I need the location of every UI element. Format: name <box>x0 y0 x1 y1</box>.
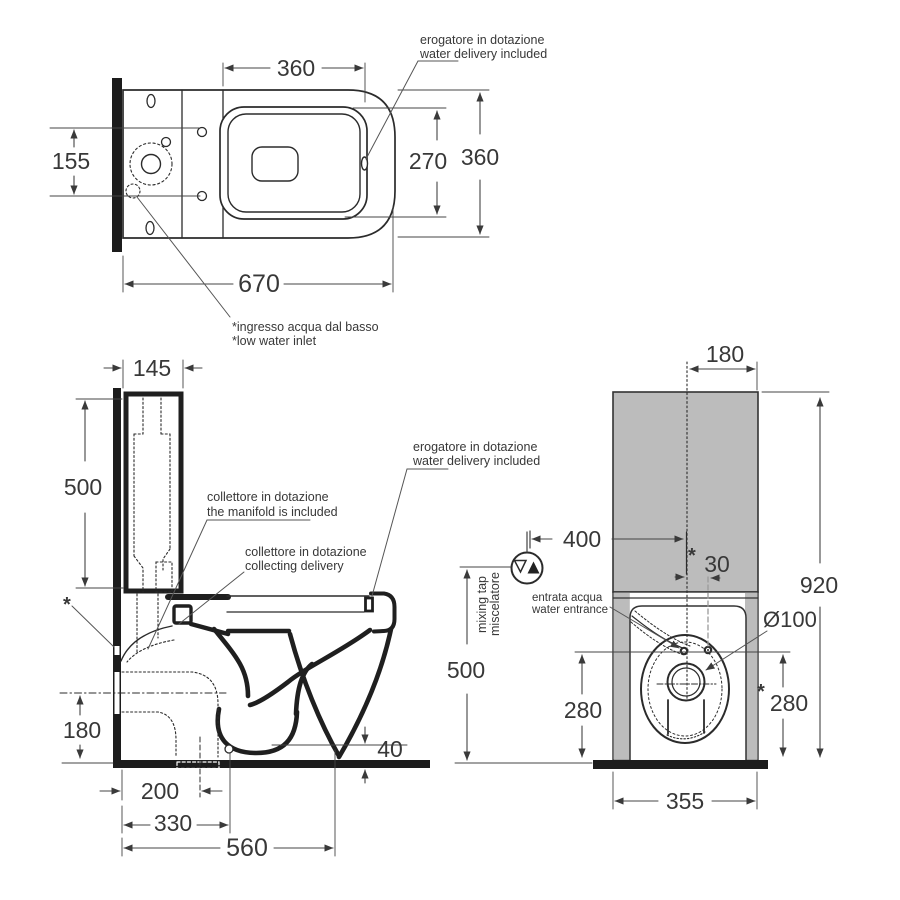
floor-drain-elbow-dashed <box>121 671 219 758</box>
floor-line <box>113 760 430 768</box>
dim-670: 670 <box>238 270 280 298</box>
dim-500-side: 500 <box>64 474 102 500</box>
dim-30: 30 <box>704 551 730 577</box>
dim-360-depth: 360 <box>461 144 499 170</box>
dim-40: 40 <box>377 736 403 762</box>
trap-opening <box>666 662 706 702</box>
note-mixing-tap-1: mixing tap <box>475 576 489 633</box>
dim-280-left: 280 <box>564 697 602 723</box>
water-entrance-hole-left <box>679 646 689 656</box>
cistern <box>123 391 184 594</box>
dim-360-seat: 360 <box>277 55 315 81</box>
dim-355: 355 <box>666 788 704 814</box>
note-erogatore-side-2: water delivery included <box>412 454 540 468</box>
bowl-rim-front <box>640 634 730 744</box>
dim-155: 155 <box>52 148 90 174</box>
note-mixing-tap-2: miscelatore <box>488 572 502 636</box>
dim-180-front: 180 <box>706 341 744 367</box>
note-inlet-1: *ingresso acqua dal basso <box>232 320 379 334</box>
star-note-side: * <box>63 594 71 616</box>
seat-front-lip <box>369 591 397 634</box>
front-view: 180 920 400 * 30 mixing t <box>447 341 838 814</box>
note-erogatore-top-1: erogatore in dotazione <box>420 33 544 47</box>
side-view: 145 500 * collettore in dotazione the ma… <box>59 355 540 862</box>
note-inlet-2: *low water inlet <box>232 334 317 348</box>
flush-valve-dashed <box>133 397 173 653</box>
dim-diameter-100: Ø100 <box>763 607 817 632</box>
drain-flange-dashed <box>176 761 220 770</box>
wall-section <box>112 78 122 252</box>
water-inlet-dashed <box>129 142 173 186</box>
dim-560: 560 <box>226 834 268 862</box>
star-30: * <box>688 545 696 567</box>
note-water-entrance-1: entrata acqua <box>532 592 603 604</box>
note-water-entrance-2: water entrance <box>531 604 608 616</box>
dim-330: 330 <box>154 810 192 836</box>
wall-section <box>113 388 121 765</box>
dim-180-side: 180 <box>63 717 101 743</box>
drain-opening <box>251 146 299 182</box>
dim-145: 145 <box>133 355 171 381</box>
dim-270: 270 <box>409 148 447 174</box>
note-collecting-1: collettore in dotazione <box>245 545 367 559</box>
floor-line <box>593 760 768 769</box>
dim-400: 400 <box>563 526 601 552</box>
note-manifold-1: collettore in dotazione <box>207 490 329 504</box>
nozzle-slot <box>364 596 374 613</box>
dim-500-front: 500 <box>447 657 485 683</box>
dim-280-right: 280 <box>770 690 808 716</box>
mixing-tap-icon <box>459 531 544 585</box>
star-280: * <box>757 681 765 703</box>
top-view: 155 360 270 360 <box>49 33 547 348</box>
cistern-front <box>612 391 759 593</box>
dim-200: 200 <box>141 778 179 804</box>
water-nozzle <box>360 156 369 171</box>
dim-920: 920 <box>800 572 838 598</box>
note-erogatore-side-1: erogatore in dotazione <box>413 440 537 454</box>
note-manifold-2: the manifold is included <box>207 505 338 519</box>
note-erogatore-top-2: water delivery included <box>419 47 547 61</box>
note-collecting-2: collecting delivery <box>245 559 344 573</box>
